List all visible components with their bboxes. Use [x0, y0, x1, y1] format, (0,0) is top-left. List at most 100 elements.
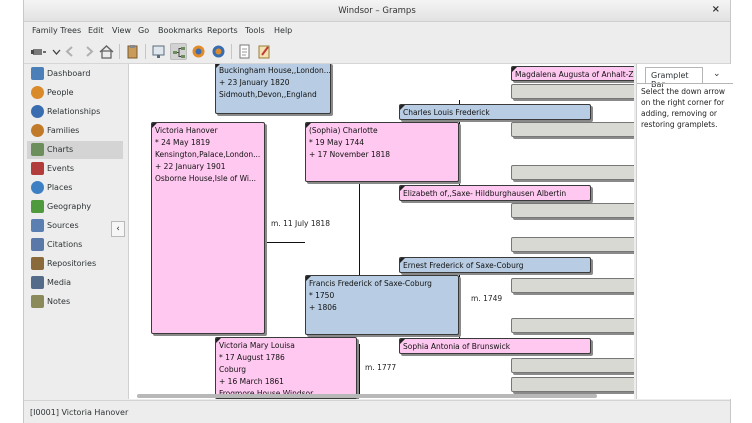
- connector-line: [359, 156, 360, 331]
- connector-line: [459, 100, 460, 186]
- empty-person-box[interactable]: [511, 203, 634, 218]
- charts-icon: [31, 143, 44, 156]
- families-icon: [31, 124, 44, 137]
- menu-tools[interactable]: Tools: [245, 26, 265, 35]
- pedigree-view-icon[interactable]: [170, 43, 187, 60]
- person-name: Sophia Antonia of Brunswick: [403, 342, 511, 351]
- person-box-sophia-charlotte[interactable]: (Sophia) Charlotte * 19 May 1744 + 17 No…: [305, 122, 459, 182]
- marriage-label: m. 1777: [365, 363, 397, 372]
- citations-icon: [31, 238, 44, 251]
- sidebar-item-families[interactable]: Families: [27, 122, 123, 140]
- empty-person-box[interactable]: [511, 318, 634, 333]
- sidebar-item-notes[interactable]: Notes: [27, 293, 123, 311]
- sidebar-item-repositories[interactable]: Repositories: [27, 255, 123, 273]
- sidebar-item-sources[interactable]: Sources: [27, 217, 109, 235]
- sidebar-item-charts[interactable]: Charts: [27, 141, 123, 159]
- person-birth: * 17 August 1786: [219, 353, 285, 362]
- sidebar-item-label: Events: [47, 164, 75, 173]
- box-corner-marker: [400, 258, 405, 263]
- person-box-francis-frederick[interactable]: Francis Frederick of Saxe-Coburg * 1750 …: [305, 275, 459, 335]
- document-icon[interactable]: [236, 43, 253, 60]
- menu-view[interactable]: View: [112, 26, 131, 35]
- empty-person-box[interactable]: [511, 237, 634, 252]
- connector-line: [265, 242, 305, 243]
- home-icon[interactable]: [98, 43, 115, 60]
- menu-help[interactable]: Help: [274, 26, 293, 35]
- media-icon: [31, 276, 44, 289]
- places-icon: [31, 181, 44, 194]
- empty-person-box[interactable]: [511, 358, 634, 373]
- toolbar: [24, 40, 730, 64]
- toolbar-separator: [231, 44, 232, 59]
- events-icon: [31, 162, 44, 175]
- connect-dropdown-icon[interactable]: [48, 43, 61, 60]
- sources-icon: [31, 219, 44, 232]
- empty-person-box[interactable]: [511, 122, 634, 137]
- descendant-fan-icon[interactable]: [210, 43, 227, 60]
- person-birthplace: Kensington,Palace,London...: [155, 150, 261, 159]
- gramps-window: Windsor – Gramps × Family Trees Edit Vie…: [23, 0, 733, 423]
- people-icon: [31, 86, 44, 99]
- person-birth: * 19 May 1744: [309, 138, 365, 147]
- close-icon[interactable]: ×: [711, 4, 720, 15]
- menu-family-trees[interactable]: Family Trees: [32, 26, 82, 35]
- empty-person-box[interactable]: [511, 165, 634, 180]
- connect-icon[interactable]: [30, 43, 47, 60]
- tools-icon[interactable]: [256, 43, 273, 60]
- connector-line: [459, 274, 460, 350]
- sidebar-item-relationships[interactable]: Relationships: [27, 103, 123, 121]
- sidebar-item-citations[interactable]: Citations: [27, 236, 123, 254]
- status-bar: [I0001] Victoria Hanover: [24, 400, 730, 423]
- box-corner-marker: [216, 338, 221, 343]
- geography-icon: [31, 200, 44, 213]
- sidebar-item-label: Geography: [47, 202, 92, 211]
- tab-gramplet-bar[interactable]: Gramplet Bar: [645, 67, 703, 89]
- box-corner-marker: [400, 339, 405, 344]
- navigator-sidebar: Dashboard People Relationships Families …: [24, 64, 125, 399]
- empty-person-box[interactable]: [511, 278, 634, 293]
- title-bar: Windsor – Gramps ×: [24, 0, 730, 22]
- sidebar-item-people[interactable]: People: [27, 84, 123, 102]
- person-name: Ernest Frederick of Saxe-Coburg: [403, 261, 524, 270]
- person-death: + 17 November 1818: [309, 150, 391, 159]
- person-deathplace: Osborne House,Isle of Wi...: [155, 174, 257, 183]
- person-box-magdalena[interactable]: Magdalena Augusta of Anhalt-Zerbst: [511, 66, 634, 81]
- horizontal-scrollbar[interactable]: [137, 394, 597, 398]
- chevron-down-icon[interactable]: ⌄: [713, 69, 721, 79]
- person-box-charles-louis-frederick[interactable]: Charles Louis Frederick: [399, 104, 591, 120]
- person-box-victoria-hanover[interactable]: Victoria Hanover * 24 May 1819 Kensingto…: [151, 122, 265, 334]
- sidebar-collapse-button[interactable]: ‹: [111, 221, 125, 237]
- back-icon[interactable]: [62, 43, 79, 60]
- person-box[interactable]: Buckingham House,,London... + 23 January…: [215, 64, 331, 114]
- sidebar-item-dashboard[interactable]: Dashboard: [27, 65, 123, 83]
- clipboard-icon[interactable]: [124, 43, 141, 60]
- person-box-sophia-antonia[interactable]: Sophia Antonia of Brunswick: [399, 338, 591, 354]
- marriage-label: m. 11 July 1818: [271, 219, 330, 228]
- sidebar-item-places[interactable]: Places: [27, 179, 123, 197]
- menu-bookmarks[interactable]: Bookmarks: [158, 26, 203, 35]
- fan-chart-icon[interactable]: [190, 43, 207, 60]
- menu-edit[interactable]: Edit: [88, 26, 104, 35]
- configure-view-icon[interactable]: [150, 43, 167, 60]
- forward-icon[interactable]: [80, 43, 97, 60]
- person-box-victoria-mary-louisa[interactable]: Victoria Mary Louisa * 17 August 1786 Co…: [215, 337, 357, 399]
- sidebar-item-label: Relationships: [47, 107, 101, 116]
- sidebar-item-label: Notes: [47, 297, 71, 306]
- repositories-icon: [31, 257, 44, 270]
- person-box-elizabeth[interactable]: Elizabeth of,,Saxe- Hildburghausen Alber…: [399, 185, 591, 201]
- sidebar-item-label: Citations: [47, 240, 83, 249]
- connector-line: [359, 344, 360, 394]
- sidebar-item-geography[interactable]: Geography: [27, 198, 123, 216]
- sidebar-item-events[interactable]: Events: [27, 160, 123, 178]
- person-birthplace: Coburg: [219, 365, 247, 374]
- person-detail: Sidmouth,Devon,,England: [219, 90, 317, 99]
- menu-reports[interactable]: Reports: [207, 26, 238, 35]
- sidebar-item-label: People: [47, 88, 74, 97]
- empty-person-box[interactable]: [511, 84, 634, 99]
- person-box-ernest-frederick[interactable]: Ernest Frederick of Saxe-Coburg: [399, 257, 591, 273]
- person-death: + 23 January 1820: [219, 78, 290, 87]
- menu-go[interactable]: Go: [138, 26, 150, 35]
- sidebar-item-media[interactable]: Media: [27, 274, 123, 292]
- empty-person-box[interactable]: [511, 377, 634, 392]
- person-birth: * 1750: [309, 291, 335, 300]
